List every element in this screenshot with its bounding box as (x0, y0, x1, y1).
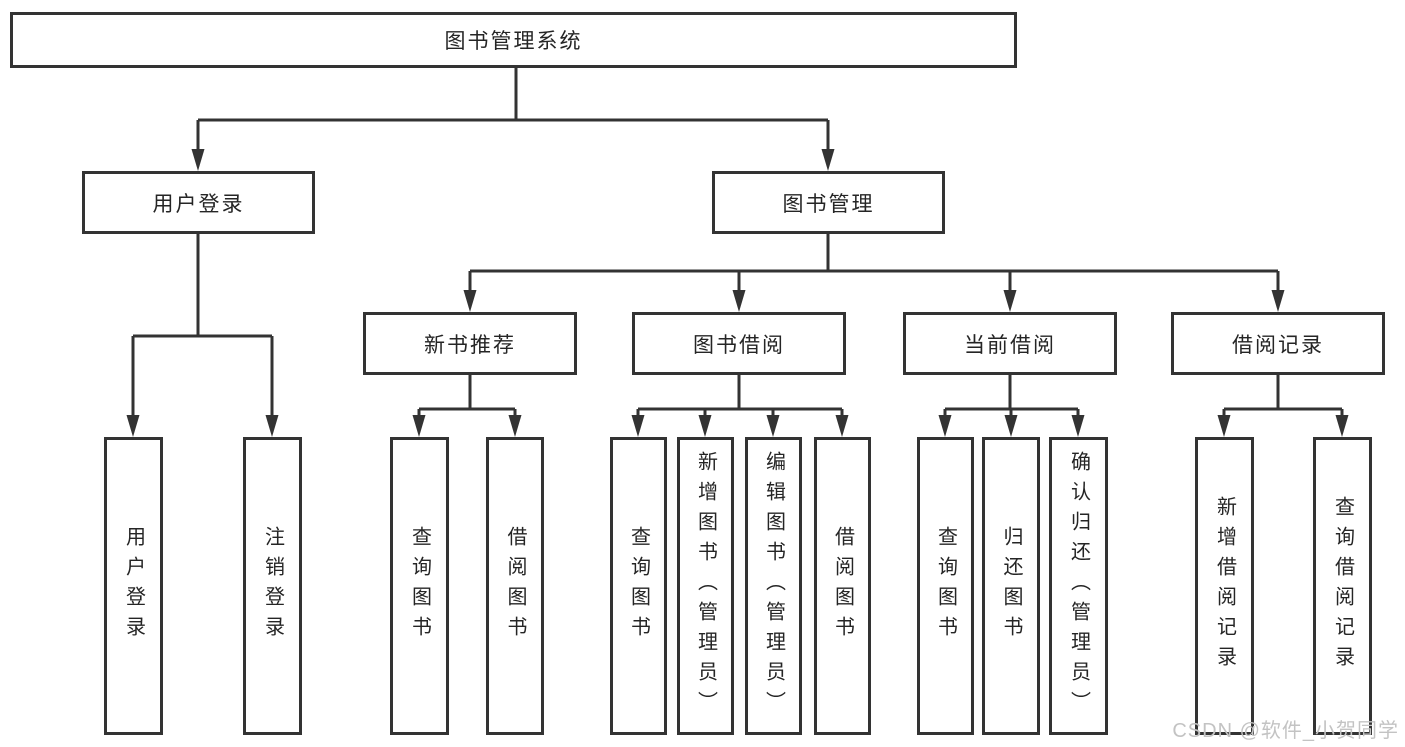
node-label: 新书推荐 (424, 333, 516, 357)
leaf-borrow-books-recommend: 借阅图书 (486, 437, 544, 735)
node-label: 新增借阅记录 (1213, 496, 1236, 676)
node-label: 查询借阅记录 (1331, 496, 1354, 676)
node-new-book-recommend: 新书推荐 (363, 312, 577, 375)
node-label: 图书管理 (782, 192, 875, 216)
node-book-management: 图书管理 (712, 171, 945, 234)
leaf-query-books-current: 查询图书 (917, 437, 974, 735)
arrowhead-icon (463, 290, 477, 312)
leaf-return-book: 归还图书 (982, 437, 1040, 735)
leaf-borrow-books: 借阅图书 (814, 437, 871, 735)
node-book-borrow: 图书借阅 (632, 312, 846, 375)
csdn-watermark: CSDN @软件_小贺同学 (1172, 720, 1399, 742)
arrowhead-icon (766, 415, 780, 437)
node-label: 注销登录 (261, 526, 284, 646)
arrowhead-icon (1004, 415, 1018, 437)
leaf-add-borrow-record: 新增借阅记录 (1195, 437, 1254, 735)
leaf-user-login: 用户登录 (104, 437, 163, 735)
connector-userlogin-group (126, 234, 279, 437)
connector-currentborrow-group (938, 374, 1085, 437)
arrowhead-icon (265, 415, 279, 437)
leaf-edit-book-admin: 编辑图书（管理员） (745, 437, 802, 735)
connector-bookborrow-group (631, 374, 849, 437)
connector-newbook-group (412, 374, 522, 437)
node-label: 查询图书 (408, 526, 431, 646)
node-label: 用户登录 (122, 526, 145, 646)
arrowhead-icon (508, 415, 522, 437)
node-user-login: 用户登录 (82, 171, 315, 234)
arrowhead-icon (698, 415, 712, 437)
node-label: 编辑图书（管理员） (762, 451, 785, 721)
node-label: 新增图书（管理员） (694, 451, 717, 721)
node-label: 归还图书 (1000, 526, 1022, 646)
arrowhead-icon (938, 415, 952, 437)
connector-root-to-level2 (191, 68, 835, 171)
arrowhead-icon (1335, 415, 1349, 437)
arrowhead-icon (821, 149, 835, 171)
arrowhead-icon (126, 415, 140, 437)
leaf-confirm-return-admin: 确认归还（管理员） (1049, 437, 1108, 735)
node-label: 借阅图书 (504, 526, 526, 646)
node-current-borrow: 当前借阅 (903, 312, 1117, 375)
node-label: 图书借阅 (693, 333, 785, 357)
node-library-system: 图书管理系统 (10, 12, 1017, 68)
node-label: 查询图书 (627, 526, 650, 646)
connector-bookmgmt-to-level3 (463, 234, 1285, 312)
arrowhead-icon (1003, 290, 1017, 312)
node-label: 查询图书 (934, 526, 957, 646)
arrowhead-icon (835, 415, 849, 437)
node-label: 当前借阅 (964, 333, 1056, 357)
node-label: 图书管理系统 (444, 30, 583, 53)
arrowhead-icon (1071, 415, 1085, 437)
node-label: 借阅记录 (1232, 333, 1324, 357)
leaf-query-books-recommend: 查询图书 (390, 437, 449, 735)
node-label: 借阅图书 (831, 526, 854, 646)
leaf-logout: 注销登录 (243, 437, 302, 735)
arrowhead-icon (191, 149, 205, 171)
arrowhead-icon (1217, 415, 1231, 437)
arrowhead-icon (732, 290, 746, 312)
arrowhead-icon (631, 415, 645, 437)
node-label: 用户登录 (152, 192, 245, 216)
node-borrow-records: 借阅记录 (1171, 312, 1385, 375)
node-label: 确认归还（管理员） (1067, 451, 1090, 721)
leaf-query-borrow-record: 查询借阅记录 (1313, 437, 1372, 735)
arrowhead-icon (1271, 290, 1285, 312)
leaf-query-books-borrow: 查询图书 (610, 437, 667, 735)
leaf-add-book-admin: 新增图书（管理员） (677, 437, 734, 735)
arrowhead-icon (412, 415, 426, 437)
connector-borrowrecords-group (1217, 374, 1349, 437)
